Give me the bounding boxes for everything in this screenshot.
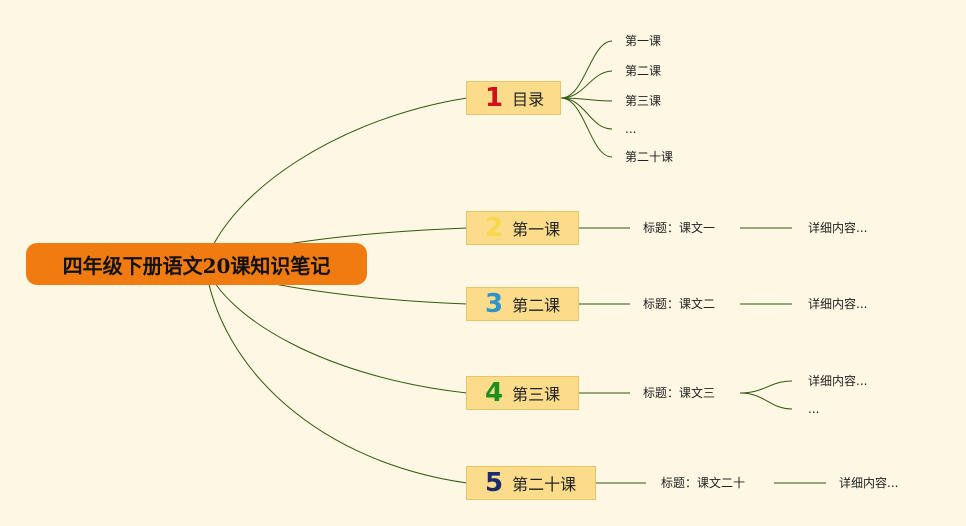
connector-1-b [560,70,613,99]
title-lesson-3[interactable]: 标题：课文三 [643,386,716,400]
connector-root-5 [204,263,468,484]
branch-lesson-1[interactable]: 2 第一课 [466,211,579,245]
detail-lesson-2[interactable]: 详细内容... [808,297,868,311]
number-3-icon: 3 [485,289,504,319]
leaf-lesson-1[interactable]: 第一课 [625,34,662,48]
branch-label: 第二十课 [512,475,577,494]
leaf-ellipsis[interactable]: ... [625,122,637,136]
leaf-lesson-3[interactable]: 第三课 [625,94,662,108]
number-5-icon: 5 [485,468,504,498]
branch-label: 第一课 [512,220,561,239]
detail-lesson-20[interactable]: 详细内容... [839,476,899,490]
detail-lesson-3[interactable]: 详细内容... [808,374,868,388]
connector-root-1 [204,97,468,265]
detail-lesson-3-more[interactable]: ... [808,402,820,416]
branch-lesson-20[interactable]: 5 第二十课 [466,466,596,500]
title-lesson-1[interactable]: 标题：课文一 [643,221,716,235]
branch-directory[interactable]: 1 目录 [466,81,561,115]
connector-root-4 [204,263,468,394]
number-2-icon: 2 [485,213,504,243]
branch-lesson-2[interactable]: 3 第二课 [466,287,579,321]
connector-4-detail-a [739,380,793,394]
root-topic[interactable]: 四年级下册语文20课知识笔记 [26,243,367,285]
branch-label: 第二课 [512,296,561,315]
number-4-icon: 4 [485,378,504,408]
detail-lesson-1[interactable]: 详细内容... [808,221,868,235]
branch-label: 第三课 [512,385,561,404]
connector-1-d [560,97,613,130]
number-1-icon: 1 [485,83,504,113]
connector-1-a [560,40,613,99]
root-topic-label: 四年级下册语文20课知识笔记 [62,253,331,278]
branch-label: 目录 [512,90,545,109]
title-lesson-20[interactable]: 标题：课文二十 [661,476,746,490]
connector-4-detail-b [739,392,793,410]
branch-lesson-3[interactable]: 4 第三课 [466,376,579,410]
leaf-lesson-2[interactable]: 第二课 [625,64,662,78]
connector-1-e [560,97,613,158]
title-lesson-2[interactable]: 标题：课文二 [643,297,716,311]
leaf-lesson-20[interactable]: 第二十课 [625,150,674,164]
